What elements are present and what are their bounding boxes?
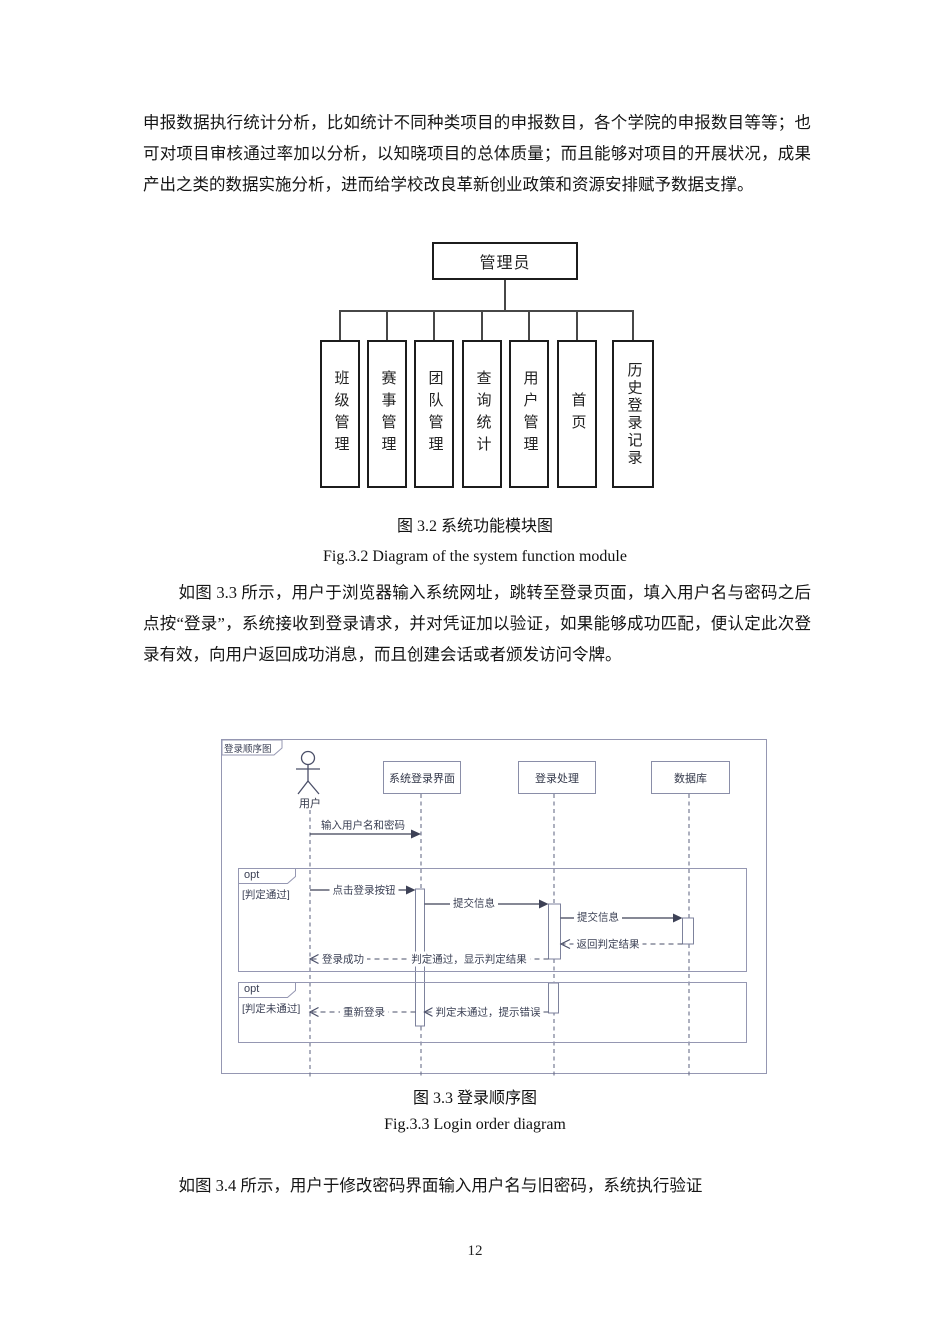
connector-line [528,310,530,340]
node-class-management: 班级管理 [320,340,360,488]
opt2-guard: [判定未通过] [242,1003,301,1015]
actor-icon [296,750,320,795]
paragraph-2: 如图 3.3 所示，用户于浏览器输入系统网址，跳转至登录页面，填入用户名与密码之… [143,583,811,664]
message-not-passed-error: 判定未通过，提示错误 [432,1004,544,1020]
message-return-result: 返回判定结果 [573,936,643,952]
opt1-label: opt [244,869,260,881]
paragraph-3: 如图 3.4 所示，用户于修改密码界面输入用户名与旧密码，系统执行验证 [178,1176,703,1195]
activation-database [682,917,694,945]
message-login-success: 登录成功 [319,951,367,967]
figure-3-2-module-diagram: 管理员 班级管理 赛事管理 团队管理 查询统计 用户管理 首页 历史登录记录 [320,242,660,488]
message-relogin: 重新登录 [340,1004,388,1020]
node-admin: 管理员 [432,242,578,280]
activation-login-process-2 [548,982,559,1014]
figure-3-3-sequence-diagram: 登录顺序图 用户 系统登录界面 登录处理 数据库 opt opt [判定通过] … [221,739,767,1079]
figure-3-2-caption-en: Fig.3.2 Diagram of the system function m… [323,548,627,565]
actor-label: 用户 [299,798,321,810]
node-home: 首页 [557,340,597,488]
node-team-management: 团队管理 [414,340,454,488]
message-submit-info-2: 提交信息 [574,909,622,925]
connector-line [576,310,578,340]
figure-3-3-caption-zh: 图 3.3 登录顺序图 [412,1090,537,1107]
opt-frame-passed [238,868,747,972]
figure-3-2-caption-zh: 图 3.2 系统功能模块图 [396,518,553,535]
node-query-statistics: 查询统计 [462,340,502,488]
lifeline-box-login-ui: 系统登录界面 [383,761,461,794]
opt1-guard: [判定通过] [242,889,290,901]
figure-3-3-caption-en: Fig.3.3 Login order diagram [384,1116,566,1133]
frame-tab-shape [221,739,283,756]
node-login-history: 历史登录记录 [612,340,654,488]
paragraph-1: 申报数据执行统计分析，比如统计不同种类项目的申报数目，各个学院的申报数目等等；也… [143,113,811,194]
connector-line [339,310,341,340]
connector-line [433,310,435,340]
lifeline-box-database: 数据库 [651,761,730,794]
activation-login-process [548,903,561,960]
opt2-label: opt [244,983,260,995]
page-number: 12 [467,1243,483,1259]
opt-frame-not-passed [238,982,747,1043]
message-passed-show-result: 判定通过，显示判定结果 [408,951,530,967]
connector-line [386,310,388,340]
lifeline-box-login-process: 登录处理 [518,761,596,794]
connector-line [504,280,506,310]
connector-line [632,310,634,340]
connector-line [481,310,483,340]
message-submit-info-1: 提交信息 [450,895,498,911]
node-user-management: 用户管理 [509,340,549,488]
message-enter-credentials: 输入用户名和密码 [318,817,408,833]
frame-label: 登录顺序图 [224,744,272,755]
connector-line [339,310,634,312]
message-click-login: 点击登录按钮 [329,882,399,898]
node-admin-label: 管理员 [479,255,531,272]
node-event-management: 赛事管理 [367,340,407,488]
arrowheads-filled [406,829,683,923]
